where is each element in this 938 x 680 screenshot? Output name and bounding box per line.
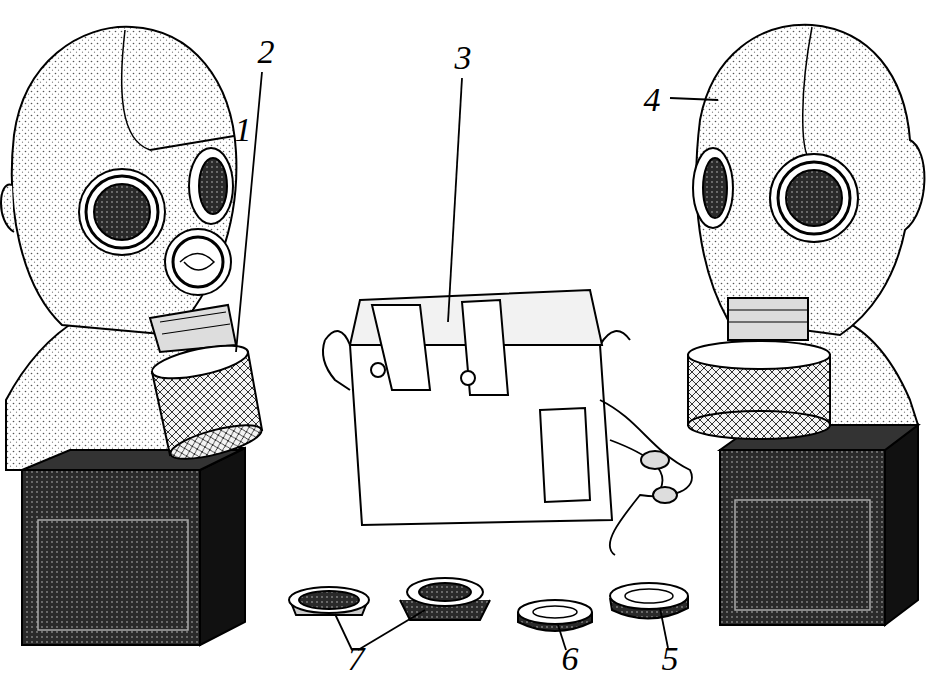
callout-number: 3 <box>455 41 472 75</box>
left-canister <box>149 339 264 466</box>
leader-lines <box>448 78 462 322</box>
left-mask <box>1 27 236 335</box>
right-pedestal <box>885 425 918 625</box>
right-canister <box>688 341 830 439</box>
callout-number: 7 <box>348 642 365 676</box>
right-valve-box <box>728 298 808 340</box>
callout-number: 1 <box>235 113 252 147</box>
left-mask <box>173 237 223 287</box>
left-pedestal <box>22 448 245 645</box>
right-mask <box>803 27 812 160</box>
left-mask <box>94 184 150 240</box>
left-mask <box>12 27 237 335</box>
leader-lines <box>150 72 718 650</box>
right-mask <box>703 158 727 218</box>
callout-number: 6 <box>562 642 579 676</box>
valve-disc-6 <box>518 600 592 624</box>
spare-lens-discs <box>289 587 369 613</box>
mask-bag <box>641 451 669 469</box>
callout-number: 2 <box>258 35 275 69</box>
mask-bag <box>600 400 692 555</box>
left-canister <box>149 339 250 385</box>
valve-disc-5 <box>610 583 688 609</box>
callout-number: 5 <box>662 642 679 676</box>
mask-bag <box>371 363 385 377</box>
spare-lens-discs <box>289 578 490 620</box>
valve-disc-5 <box>610 583 688 619</box>
left-pedestal <box>22 470 200 645</box>
left-mask <box>199 158 227 214</box>
left-mask <box>165 229 231 295</box>
mask-bag <box>653 487 677 503</box>
left-mask <box>122 30 150 150</box>
leader-lines <box>150 136 234 150</box>
valve-disc-6 <box>533 606 577 618</box>
mask-bag <box>462 300 508 395</box>
left-mask <box>79 169 165 255</box>
leader-lines <box>670 98 718 100</box>
right-valve-box <box>728 298 808 340</box>
left-valve-box <box>160 312 230 334</box>
right-mask <box>778 162 850 234</box>
left-mask <box>1 185 14 232</box>
callout-number: 4 <box>644 83 661 117</box>
right-mask <box>770 154 858 242</box>
right-pedestal <box>735 500 870 610</box>
mask-bag <box>372 305 430 390</box>
valve-disc-5 <box>625 589 673 603</box>
left-pedestal <box>200 448 245 645</box>
valve-disc-6 <box>518 600 592 631</box>
right-pedestal <box>720 450 885 625</box>
left-mask <box>189 148 233 224</box>
mask-bag <box>323 290 692 555</box>
right-canister <box>688 341 830 369</box>
left-pedestal <box>38 520 188 630</box>
right-pedestal <box>720 425 918 625</box>
mask-bag <box>540 408 590 502</box>
spare-lens-discs <box>299 591 359 609</box>
right-valve-box <box>728 310 808 322</box>
right-mask <box>693 25 924 335</box>
spare-lens-discs <box>419 583 471 601</box>
right-mask <box>786 170 842 226</box>
right-mask <box>693 148 733 228</box>
left-mask <box>86 176 158 248</box>
mask-bag <box>461 371 475 385</box>
spare-lens-discs <box>407 578 483 606</box>
left-canister <box>167 418 264 466</box>
mask-bag <box>323 340 350 390</box>
leader-lines <box>358 610 425 650</box>
right-canister <box>688 411 830 439</box>
left-mask <box>180 254 214 271</box>
